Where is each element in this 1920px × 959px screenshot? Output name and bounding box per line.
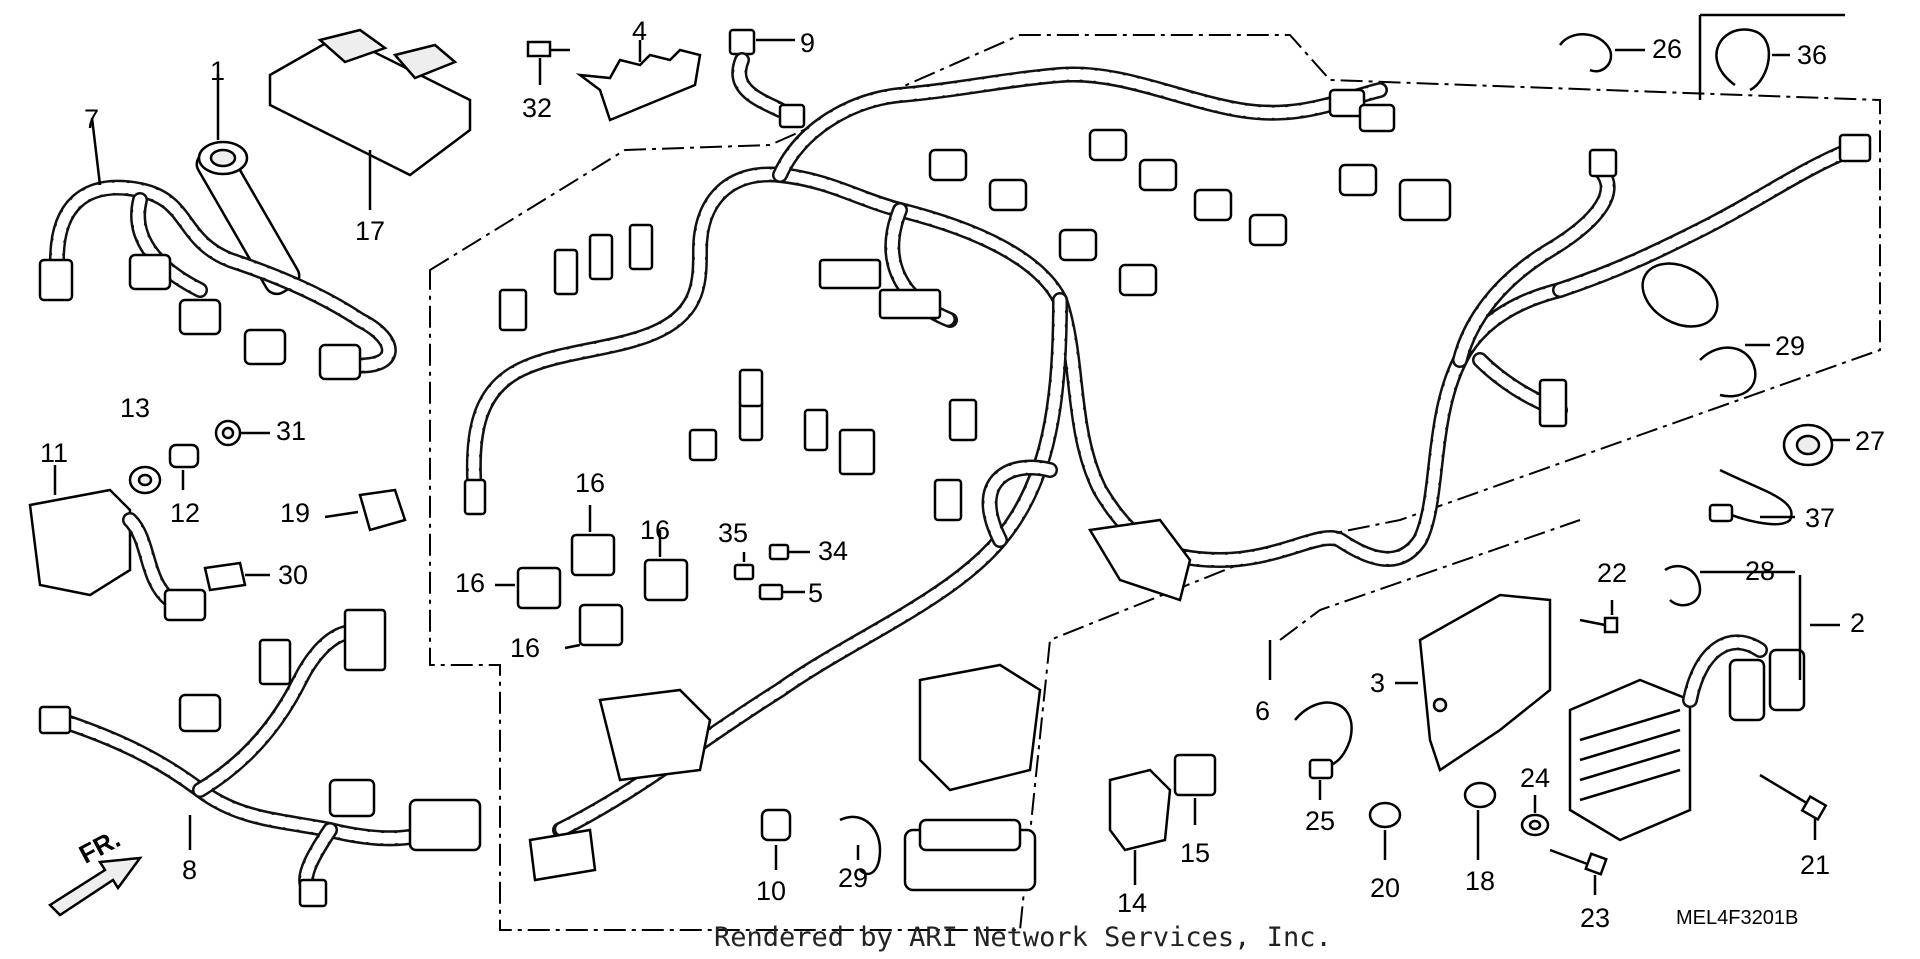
clamp-26 xyxy=(1558,33,1645,73)
washer-24 xyxy=(1520,795,1550,837)
connector-19 xyxy=(324,488,407,532)
main-wiring-harness xyxy=(463,66,1872,838)
callout-21: 21 xyxy=(1800,850,1831,880)
callout-27: 27 xyxy=(1855,426,1886,456)
callout-15: 15 xyxy=(1180,838,1211,868)
regulator-rectifier-2 xyxy=(1568,575,1840,842)
nut-31 xyxy=(214,419,270,447)
callout-25: 25 xyxy=(1305,806,1336,836)
grommet-27 xyxy=(1782,423,1850,467)
callout-29-lower: 29 xyxy=(838,863,869,893)
clip-36-box xyxy=(1698,13,1845,100)
relay-16b xyxy=(643,530,689,602)
callout-34: 34 xyxy=(818,536,849,566)
callout-9: 9 xyxy=(800,28,816,58)
clamp-29-lower xyxy=(839,815,882,876)
grommet-18 xyxy=(1463,781,1497,860)
callout-12: 12 xyxy=(170,498,201,528)
callout-35: 35 xyxy=(718,518,749,548)
callout-3: 3 xyxy=(1370,668,1386,698)
callout-6: 6 xyxy=(1255,696,1271,726)
callout-17: 17 xyxy=(355,216,386,246)
relay-15 xyxy=(1173,753,1217,825)
ignition-coil xyxy=(195,74,301,296)
grommet-13 xyxy=(128,465,162,495)
bolt-23 xyxy=(1549,848,1608,895)
callout-29-upper: 29 xyxy=(1775,331,1806,361)
bracket-30 xyxy=(203,561,270,592)
collar-12 xyxy=(168,443,200,490)
callout-26: 26 xyxy=(1652,34,1683,64)
callout-16-a: 16 xyxy=(575,468,606,498)
fuse-box xyxy=(528,663,1042,892)
callout-1: 1 xyxy=(210,56,226,86)
callout-24: 24 xyxy=(1520,763,1551,793)
bolt-32 xyxy=(526,40,570,85)
callout-7: 7 xyxy=(84,104,100,134)
callout-10: 10 xyxy=(756,876,787,906)
front-direction-arrow xyxy=(48,856,143,917)
bracket-3 xyxy=(1395,593,1552,772)
callout-11: 11 xyxy=(40,438,69,468)
callout-16-d: 16 xyxy=(510,633,541,663)
callout-5: 5 xyxy=(808,578,824,608)
relay-14 xyxy=(1108,768,1172,885)
fuse-35 xyxy=(733,552,755,581)
callout-37: 37 xyxy=(1805,503,1836,533)
callout-16-b: 16 xyxy=(640,515,671,545)
callout-22: 22 xyxy=(1597,558,1628,588)
connector-10 xyxy=(760,808,792,870)
callout-23: 23 xyxy=(1580,903,1611,933)
fuse-34 xyxy=(768,543,810,561)
rendered-by-footer: Rendered by ARI Network Services, Inc. xyxy=(714,922,1332,953)
callout-2: 2 xyxy=(1850,608,1866,638)
callout-28: 28 xyxy=(1745,556,1776,586)
sub-harness-8 xyxy=(38,608,482,908)
callout-31: 31 xyxy=(276,416,307,446)
callout-13: 13 xyxy=(120,393,151,423)
connector-9 xyxy=(728,28,806,129)
relay-16c xyxy=(495,566,562,610)
band-25 xyxy=(1294,701,1353,800)
callout-19: 19 xyxy=(280,498,311,528)
callout-20: 20 xyxy=(1370,873,1401,903)
relay-16a xyxy=(570,505,616,577)
callout-8: 8 xyxy=(182,855,198,885)
clamp-28 xyxy=(1664,564,1795,607)
ecu-module xyxy=(268,28,472,210)
band-37 xyxy=(1708,468,1795,526)
bolt-22 xyxy=(1579,600,1619,634)
relay-16d xyxy=(564,603,624,650)
callout-16-c: 16 xyxy=(455,568,486,598)
callout-14: 14 xyxy=(1117,888,1148,918)
callout-32: 32 xyxy=(522,93,553,123)
callout-18: 18 xyxy=(1465,866,1496,896)
callout-30: 30 xyxy=(278,560,309,590)
relay-box-11 xyxy=(28,465,207,622)
clamp-29-upper xyxy=(1699,343,1770,398)
diagram-code: MEL4F3201B xyxy=(1676,907,1799,929)
collar-20 xyxy=(1368,801,1402,860)
sub-harness-7 xyxy=(38,117,397,381)
regulator-group-boundary xyxy=(1279,519,1581,641)
fuse-5 xyxy=(758,583,805,601)
callout-36: 36 xyxy=(1797,40,1828,70)
callout-4: 4 xyxy=(632,16,648,46)
bolt-21 xyxy=(1759,773,1828,840)
bracket-4 xyxy=(575,40,702,122)
